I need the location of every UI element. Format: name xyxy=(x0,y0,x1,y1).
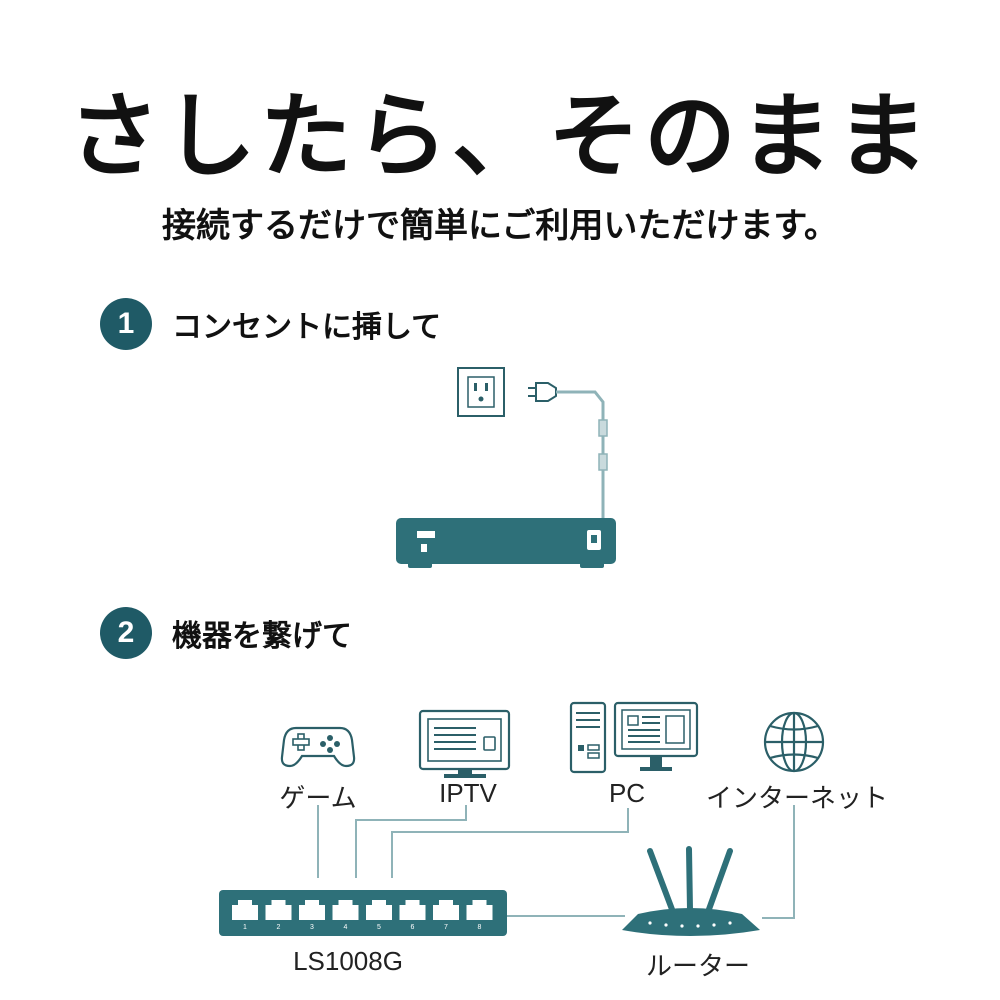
power-plug-icon xyxy=(528,382,557,402)
globe-icon xyxy=(763,711,825,773)
device-label-internet: インターネット xyxy=(705,783,889,813)
wall-outlet-icon xyxy=(457,367,505,417)
switch-port-number: 6 xyxy=(411,924,415,931)
switch-port-number: 3 xyxy=(310,924,314,931)
switch-port-number: 5 xyxy=(377,924,381,931)
switch-port xyxy=(265,900,292,920)
page-title: さしたら、そのまま xyxy=(67,83,932,190)
switch-front-icon: 1 2 3 4 5 6 7 8 xyxy=(219,890,507,936)
device-label-iptv: IPTV xyxy=(439,778,497,808)
switch-side-icon xyxy=(396,518,616,568)
device-label-pc: PC xyxy=(608,778,646,808)
connection-lines xyxy=(317,805,795,919)
step-2: 2 機器を繋げて xyxy=(100,607,352,659)
tv-icon xyxy=(418,709,511,778)
switch-port xyxy=(399,900,426,920)
switch-port-number: 2 xyxy=(277,924,281,931)
step-1-number: 1 xyxy=(100,298,152,350)
step-2-label: 機器を繋げて xyxy=(172,619,352,654)
switch-port xyxy=(232,900,258,920)
step-2-number: 2 xyxy=(100,607,152,659)
switch-port-number: 4 xyxy=(344,924,348,931)
device-label-router: ルーター xyxy=(645,951,751,981)
switch-port-number: 7 xyxy=(444,924,448,931)
pc-icon xyxy=(569,701,699,774)
page-subtitle: 接続するだけで簡単にご利用いただけます。 xyxy=(162,206,838,246)
switch-port xyxy=(433,900,459,920)
step-1: 1 コンセントに挿して xyxy=(100,298,441,350)
step-1-label: コンセントに挿して xyxy=(172,310,442,345)
gamepad-icon xyxy=(280,726,356,768)
switch-port xyxy=(332,900,359,920)
switch-port xyxy=(466,900,493,920)
switch-port-number: 1 xyxy=(243,924,247,931)
power-cable xyxy=(556,390,605,522)
switch-port xyxy=(299,900,325,920)
router-icon xyxy=(622,846,760,936)
switch-port xyxy=(366,900,392,920)
device-label-switch: LS1008G xyxy=(293,946,403,976)
switch-port-number: 8 xyxy=(478,924,482,931)
device-label-game: ゲーム xyxy=(279,783,357,813)
